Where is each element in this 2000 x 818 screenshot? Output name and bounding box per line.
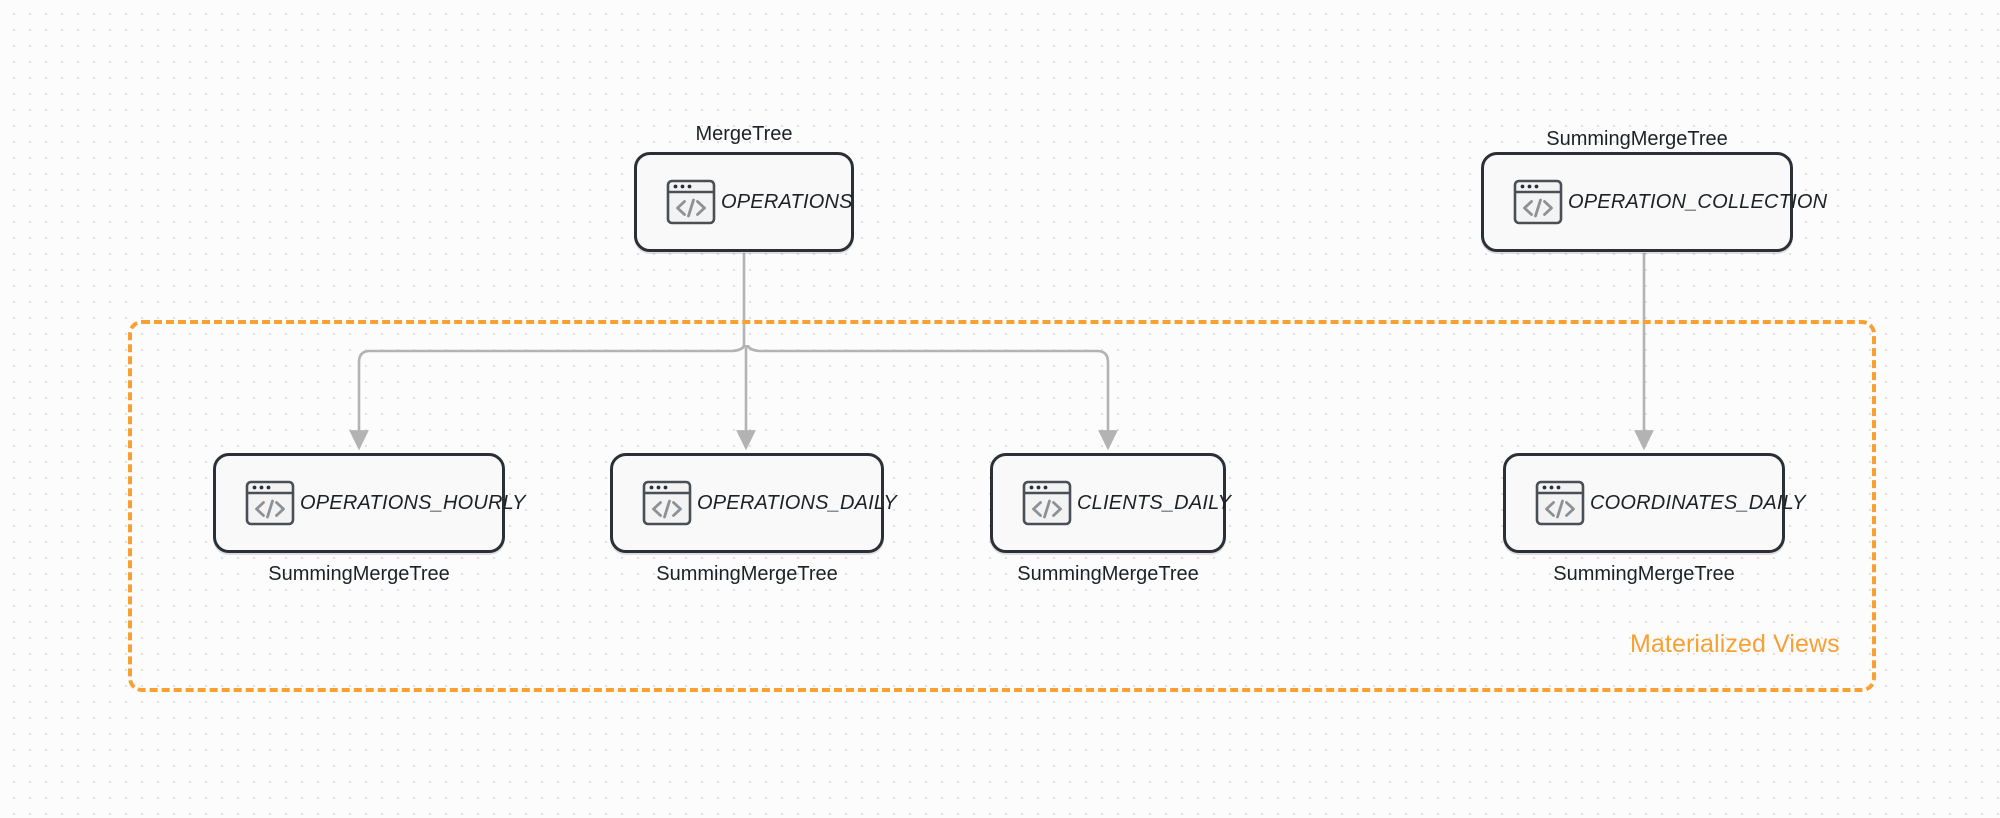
node-title: COORDINATES_DAILY — [1590, 491, 1806, 514]
code-window-icon — [666, 179, 716, 225]
node-title: OPERATION_COLLECTION — [1568, 190, 1828, 213]
code-window-icon — [245, 480, 295, 526]
node-coordinates_daily[interactable]: COORDINATES_DAILY — [1503, 453, 1805, 553]
code-window-icon — [1022, 480, 1072, 526]
node-title: OPERATIONS_HOURLY — [300, 491, 526, 514]
code-window-icon — [1513, 179, 1563, 225]
code-window-icon — [1535, 480, 1585, 526]
node-operations[interactable]: OPERATIONS — [634, 152, 854, 252]
node-title: CLIENTS_DAILY — [1077, 491, 1232, 514]
engine-label-clients_daily: SummingMergeTree — [1017, 563, 1199, 585]
node-clients_daily[interactable]: CLIENTS_DAILY — [990, 453, 1231, 553]
node-title: OPERATIONS — [721, 190, 853, 213]
node-operations_hourly[interactable]: OPERATIONS_HOURLY — [213, 453, 525, 553]
engine-label-operations_hourly: SummingMergeTree — [268, 563, 450, 585]
node-operations_daily[interactable]: OPERATIONS_DAILY — [610, 453, 897, 553]
engine-label-coordinates_daily: SummingMergeTree — [1553, 563, 1735, 585]
materialized-views-label: Materialized Views — [1630, 630, 1840, 658]
node-title: OPERATIONS_DAILY — [697, 491, 897, 514]
code-window-icon — [642, 480, 692, 526]
node-operation_collection[interactable]: OPERATION_COLLECTION — [1481, 152, 1827, 252]
engine-label-operations_daily: SummingMergeTree — [656, 563, 838, 585]
engine-label-operation_collection: SummingMergeTree — [1546, 128, 1728, 150]
engine-label-operations: MergeTree — [695, 123, 793, 145]
materialized-views-group — [128, 320, 1876, 692]
